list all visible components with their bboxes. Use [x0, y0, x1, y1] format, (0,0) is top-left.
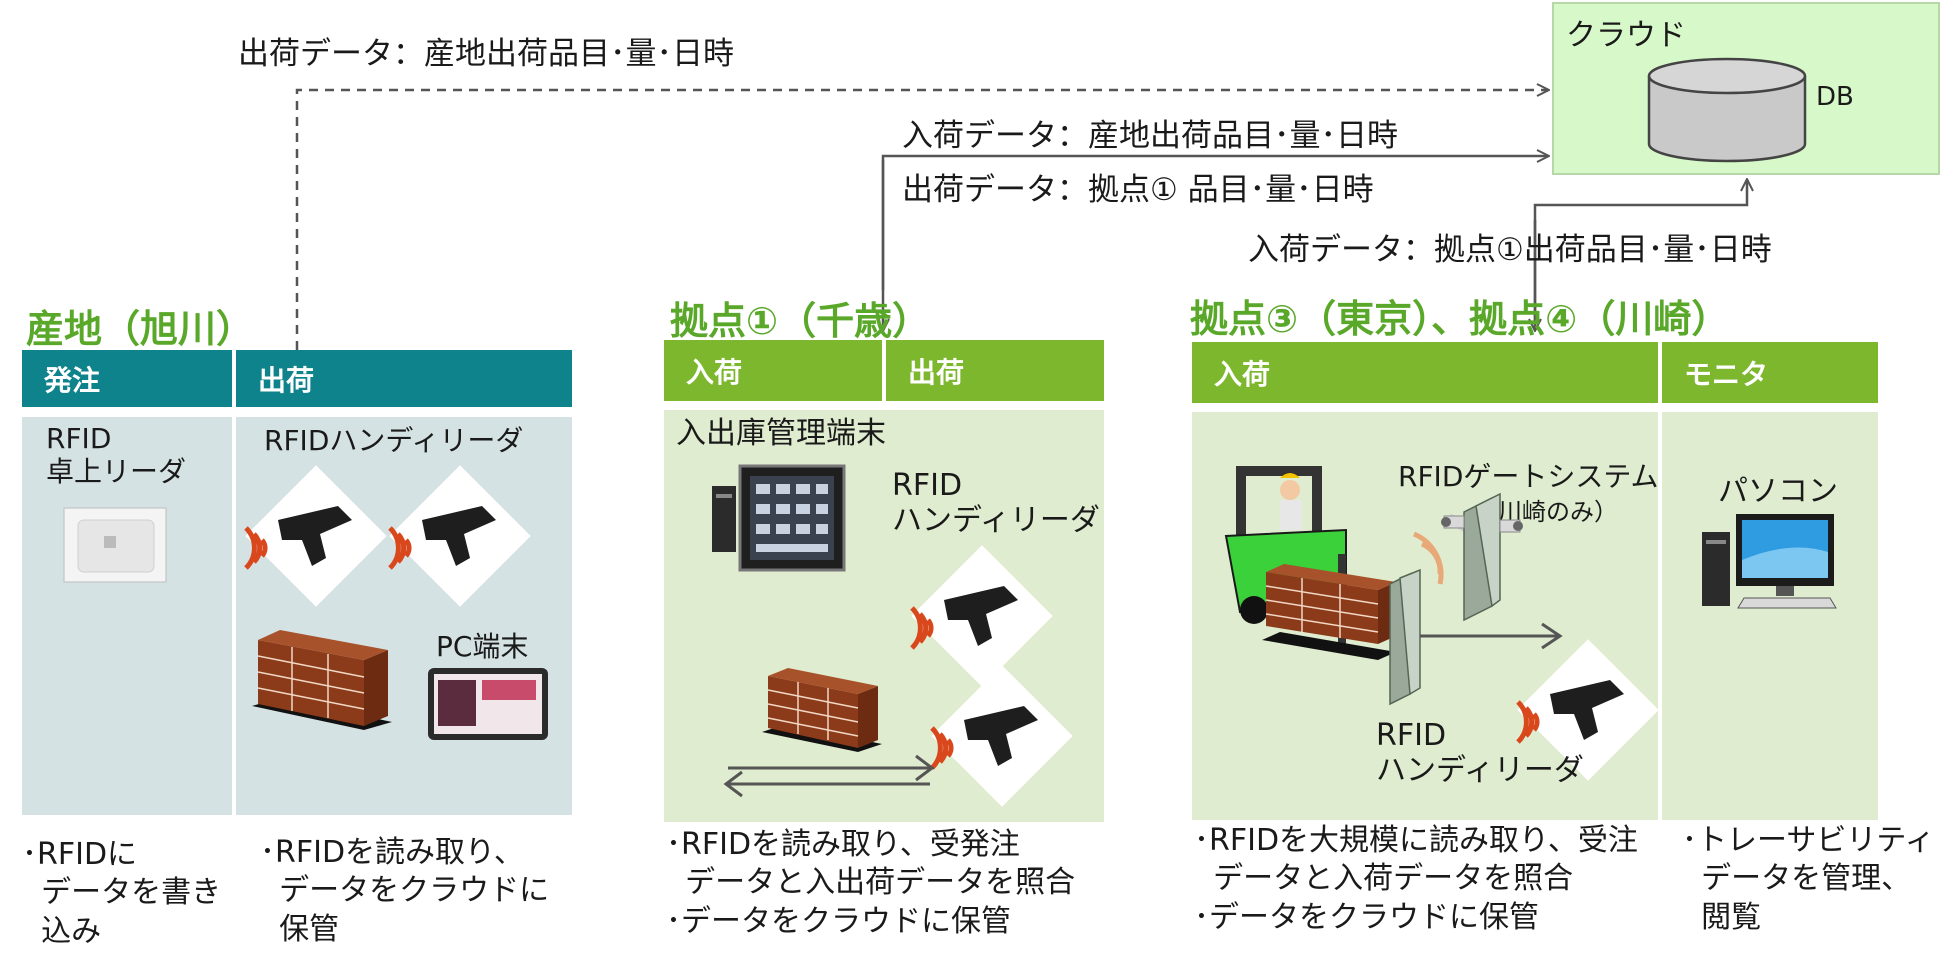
handy-reader-icon — [910, 545, 1053, 687]
origin-order-panel — [22, 417, 232, 815]
flow-hub34-receive-label: 入荷データ：拠点①出荷品目･量･日時 — [1248, 232, 1772, 268]
origin-pc-label: PC端末 — [436, 630, 529, 663]
db-label: DB — [1816, 82, 1854, 112]
origin-header-order: 発注 — [22, 350, 232, 407]
hub34-handy-reader-label: RFID ハンディリーダ — [1376, 718, 1584, 789]
handy-reader-icon — [244, 465, 387, 607]
flow-hub1-receive-label: 入荷データ：産地出荷品目･量･日時 — [902, 118, 1398, 154]
origin-order-desc: ･RFIDに データを書き 込み — [22, 837, 222, 949]
handy-reader-icon — [930, 665, 1073, 807]
hub1-terminal-label: 入出庫管理端末 — [676, 416, 886, 451]
hub34-header-receive: 入荷 — [1192, 342, 1658, 403]
origin-header-ship: 出荷 — [236, 350, 572, 407]
hub34-receive-desc: ･RFIDを大規模に読み取り、受注 データと入荷データを照合 ･データをクラウド… — [1194, 823, 1638, 935]
hub1-header-ship: 出荷 — [886, 340, 1104, 401]
database-icon — [1647, 57, 1807, 163]
origin-ship-desc: ･RFIDを読み取り、 データをクラウドに 保管 — [260, 835, 550, 947]
hub1-header-receive: 入荷 — [664, 340, 882, 401]
flow-hub1-ship-label: 出荷データ：拠点① 品目･量･日時 — [902, 172, 1374, 208]
origin-ship-panel — [236, 417, 572, 815]
cloud-title: クラウド — [1566, 18, 1686, 53]
handy-reader-icon — [1516, 639, 1659, 781]
hub34-monitor-desc: ･トレーサビリティ データを管理、 閲覧 — [1682, 823, 1935, 935]
hub1-title: 拠点①（千歳） — [670, 299, 931, 343]
hub1-desc: ･RFIDを読み取り、受発注 データと入出荷データを照合 ･データをクラウドに保… — [666, 827, 1076, 939]
origin-to-cloud-arrow — [295, 90, 1548, 350]
origin-desktop-reader-label: RFID 卓上リーダ — [46, 422, 187, 489]
cloud-box: クラウド DB — [1552, 2, 1940, 175]
origin-handy-reader-label: RFIDハンディリーダ — [264, 424, 524, 457]
flow-origin-ship-label: 出荷データ：産地出荷品目･量･日時 — [238, 36, 734, 72]
hub34-gate-label: RFIDゲートシステム — [1398, 460, 1659, 493]
hub34-title: 拠点③（東京）、拠点④（川崎） — [1190, 297, 1730, 341]
hub34-header-monitor: モニタ — [1662, 342, 1878, 403]
hub34-monitor-panel — [1662, 412, 1878, 820]
hub34-pc-label: パソコン — [1718, 474, 1838, 509]
origin-title: 産地（旭川） — [26, 307, 255, 351]
hub1-handy-reader-label: RFID ハンディリーダ — [892, 468, 1100, 539]
handy-reader-icon — [388, 465, 531, 607]
